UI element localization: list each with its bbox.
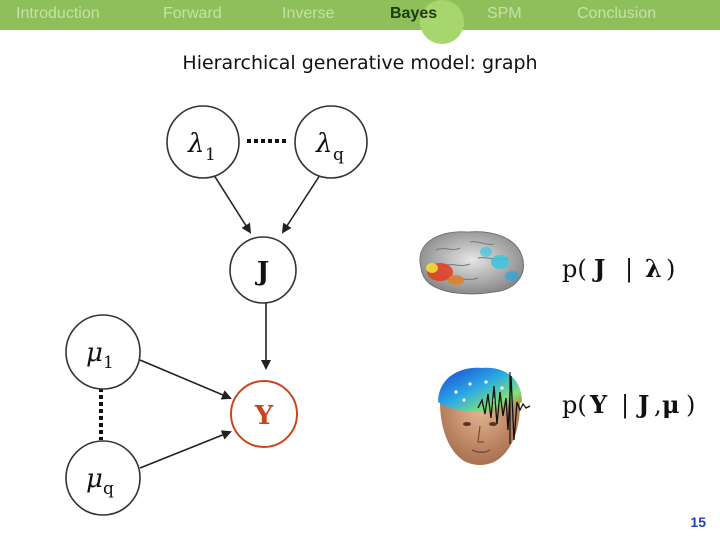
mu-1-symbol: μ — [86, 338, 103, 368]
prior-var: J — [592, 254, 605, 283]
mu-q-subscript: q — [103, 479, 114, 499]
prior-bar: | — [625, 255, 633, 284]
edge-lambda1-to-J — [211, 171, 252, 234]
likelihood-equation: p( Y | J , μ ) — [562, 390, 695, 420]
prior-p-open: p( — [562, 255, 587, 283]
lambda-q-symbol: λ — [315, 129, 332, 159]
nav-item-forward[interactable]: Forward — [163, 5, 222, 22]
nav-active-bubble — [420, 0, 464, 44]
edge-muq-to-Y — [139, 430, 232, 469]
lambda-q-subscript: q — [333, 145, 344, 165]
likelihood-cond: J — [636, 390, 649, 419]
nav-item-conclusion[interactable]: Conclusion — [577, 5, 657, 22]
mu-1-subscript: 1 — [103, 353, 114, 373]
node-mu-1: μ 1 — [65, 314, 141, 390]
Y-symbol: Y — [254, 401, 274, 431]
prior-equation: p( J | λ ) — [562, 254, 675, 284]
eeg-waveform — [477, 372, 531, 444]
lambda-1-subscript: 1 — [205, 145, 216, 165]
likelihood-bar: | — [621, 391, 629, 420]
mu-q-symbol: μ — [86, 464, 103, 494]
likelihood-cond2: μ — [662, 390, 680, 419]
nav-item-introduction[interactable]: Introduction — [16, 5, 100, 22]
nav-item-spm[interactable]: SPM — [487, 5, 522, 22]
slide-title: Hierarchical generative model: graph — [182, 52, 538, 74]
node-lambda-1: λ 1 — [166, 105, 240, 179]
page-number: 15 — [690, 514, 706, 530]
brain-image — [419, 231, 524, 295]
nav-item-bayes[interactable]: Bayes — [390, 5, 438, 22]
likelihood-var: Y — [589, 390, 608, 419]
node-Y: Y — [230, 380, 298, 448]
edge-lambdaq-to-J — [281, 171, 323, 234]
node-J: J — [229, 236, 297, 304]
nav-item-inverse[interactable]: Inverse — [282, 5, 335, 22]
lambda-1-symbol: λ — [187, 129, 204, 159]
likelihood-comma: , — [654, 391, 662, 419]
edge-mu1-to-Y — [139, 359, 232, 400]
node-mu-q: μ q — [65, 440, 141, 516]
prior-close: ) — [666, 255, 675, 283]
likelihood-close: ) — [686, 391, 695, 419]
likelihood-p-open: p( — [562, 391, 587, 419]
J-symbol: J — [255, 257, 269, 287]
prior-cond: λ — [645, 254, 662, 283]
top-nav-bar: Introduction Forward Inverse Bayes SPM C… — [0, 0, 720, 44]
node-lambda-q: λ q — [294, 105, 368, 179]
